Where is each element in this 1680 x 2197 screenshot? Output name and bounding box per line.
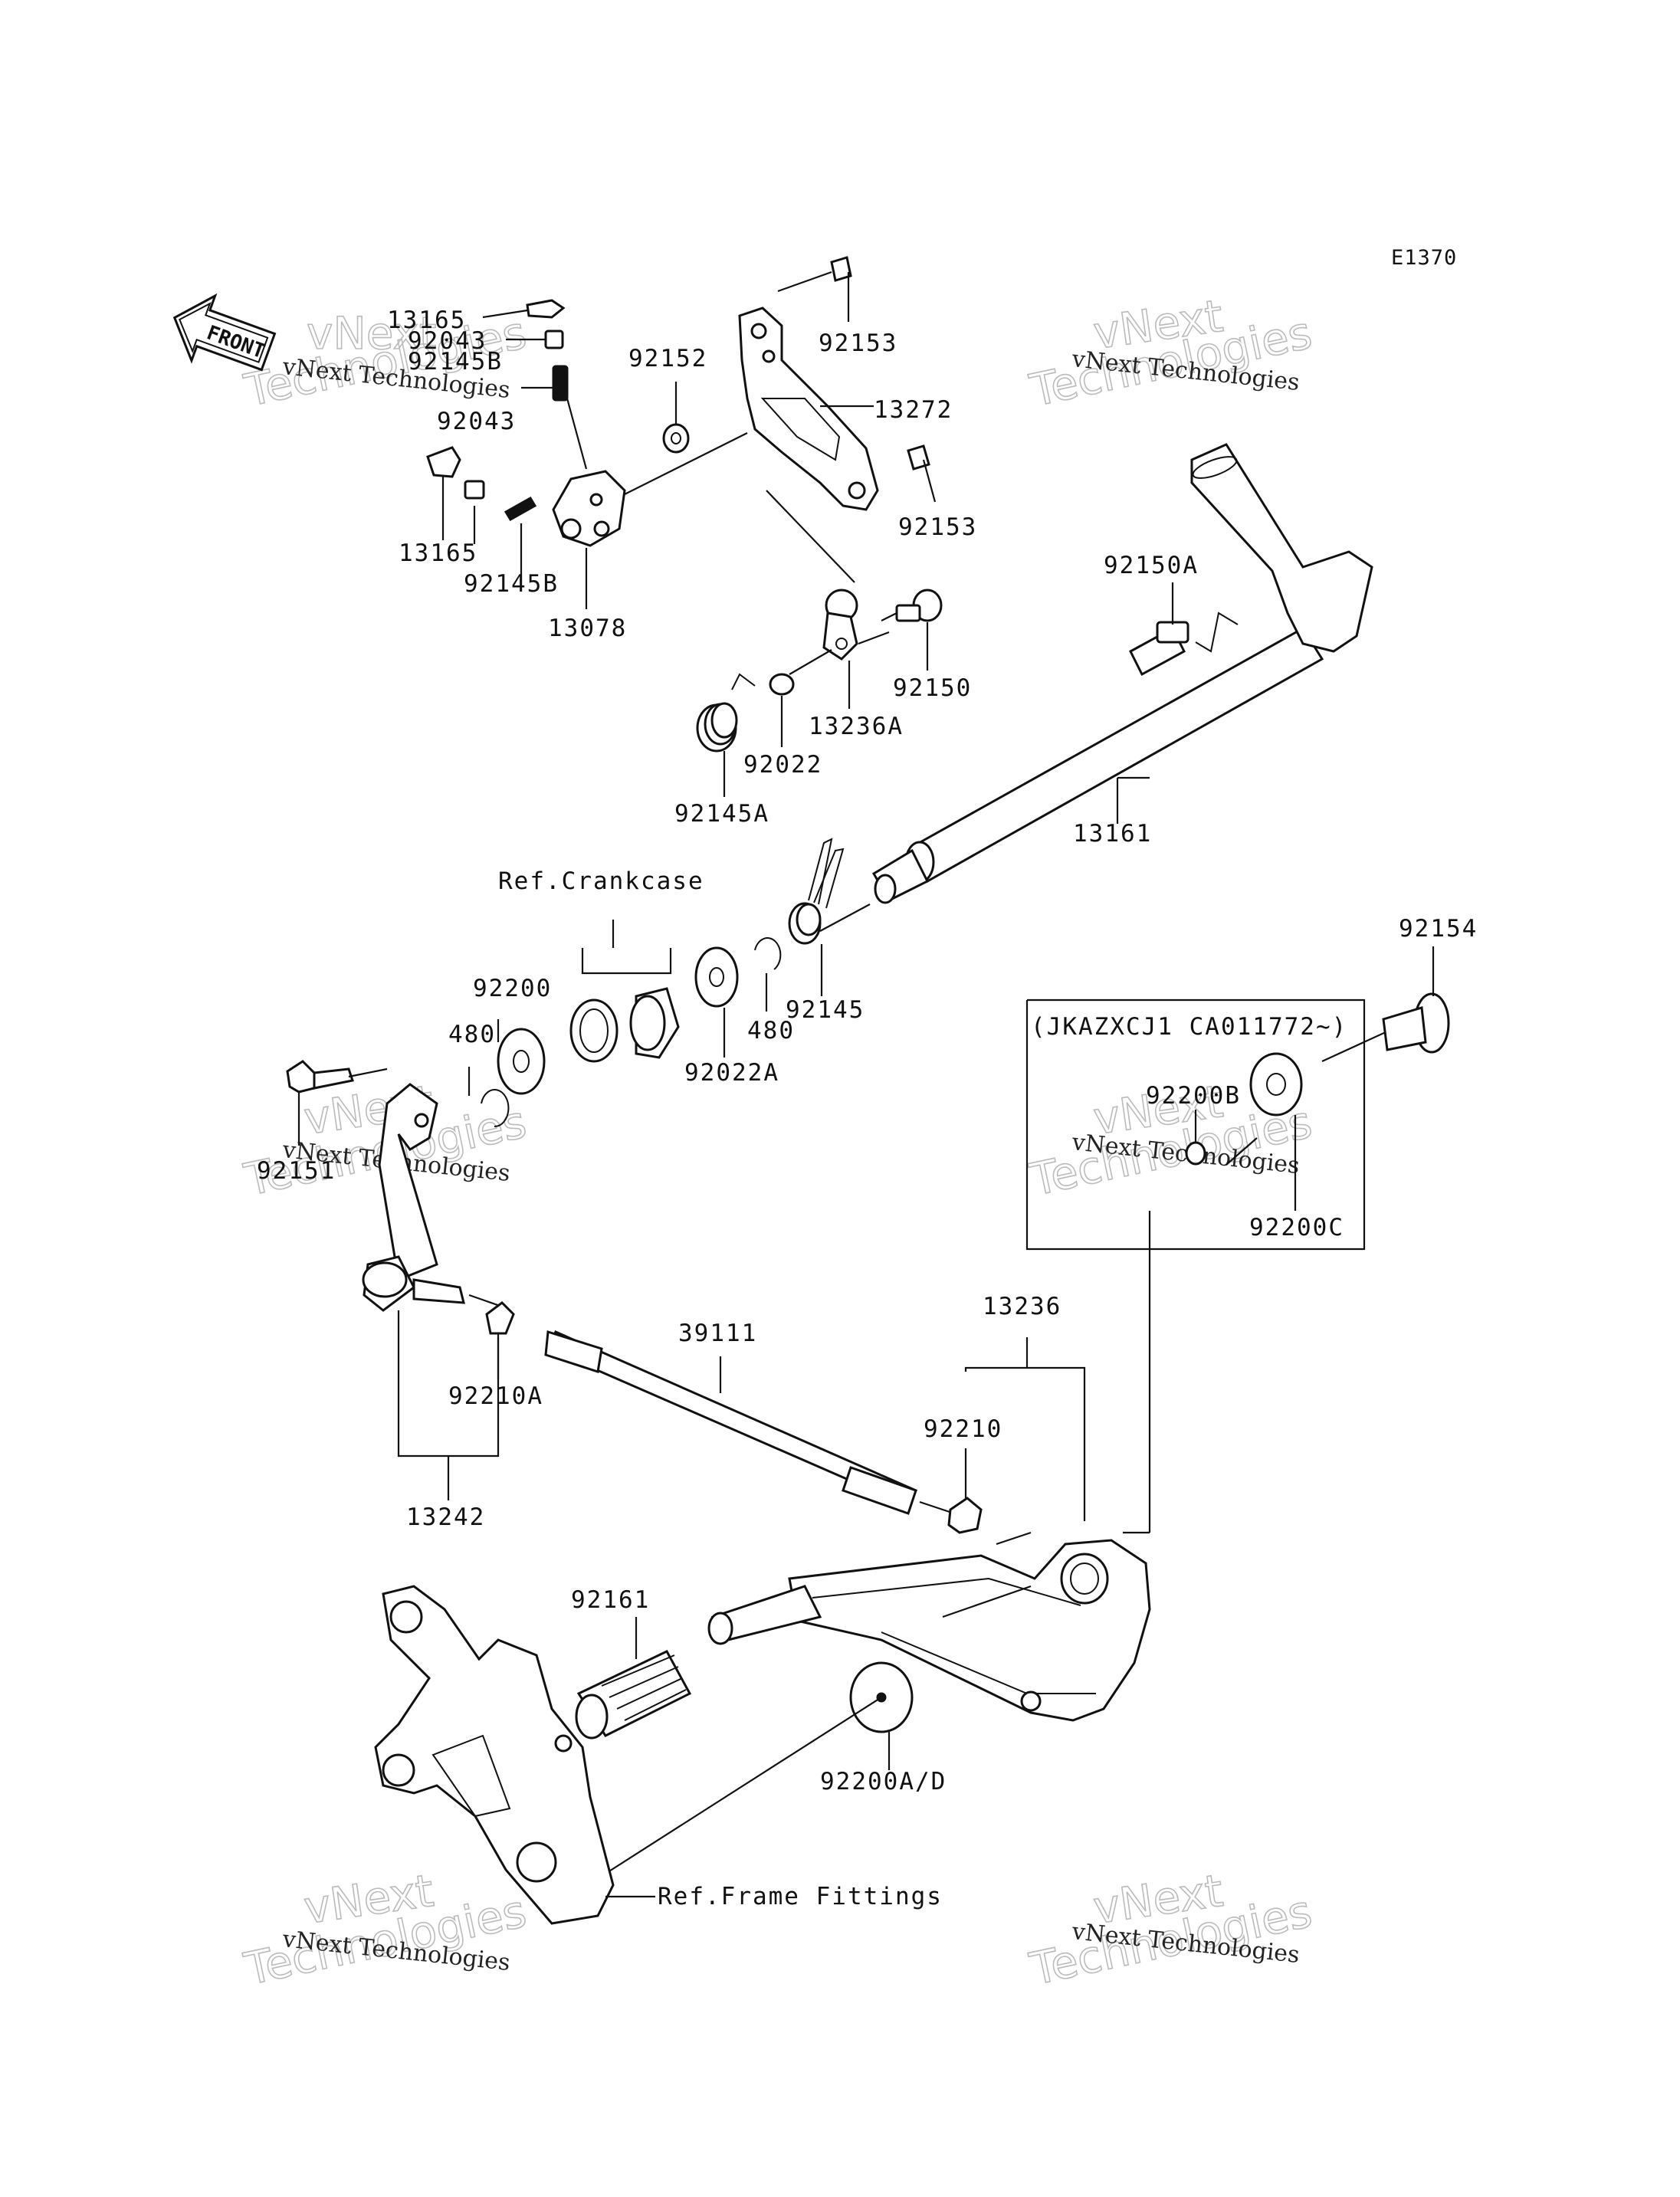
shift-shaft-13161 xyxy=(871,443,1373,904)
label-92161: 92161 xyxy=(571,1586,650,1614)
shift-drum-cam xyxy=(426,299,748,609)
label-92043-top: 92043 xyxy=(408,327,487,355)
label-92154: 92154 xyxy=(1399,915,1478,943)
washer-92200ad xyxy=(605,1661,914,1874)
label-92153-bottom: 92153 xyxy=(898,513,977,541)
ref-crankcase: Ref.Crankcase xyxy=(498,867,704,895)
shift-pedal xyxy=(707,1539,1151,1722)
label-92145: 92145 xyxy=(786,996,865,1024)
nut-92210 xyxy=(947,1337,1086,1546)
label-92022a: 92022A xyxy=(684,1059,779,1087)
washer-92152 xyxy=(662,382,690,454)
label-92151: 92151 xyxy=(257,1157,336,1185)
label-13236a: 13236A xyxy=(809,713,904,740)
label-92200: 92200 xyxy=(473,975,552,1002)
label-92150: 92150 xyxy=(893,674,972,702)
diagram-code: E1370 xyxy=(1391,246,1457,270)
watermark-bottom-left: vNext Technologies vNext Technologies xyxy=(239,1864,531,1996)
label-92150a: 92150A xyxy=(1104,552,1199,579)
ref-frame-fittings: Ref.Frame Fittings xyxy=(658,1883,943,1910)
label-13272: 13272 xyxy=(874,396,953,424)
label-13236: 13236 xyxy=(983,1293,1061,1320)
label-13161: 13161 xyxy=(1073,820,1152,848)
label-92145b-bottom: 92145B xyxy=(464,570,559,598)
label-92145b-top: 92145B xyxy=(408,348,503,375)
watermark-bottom-right: vNext Technologies vNext Technologies xyxy=(1025,1864,1317,1996)
label-480-right: 480 xyxy=(747,1017,795,1044)
label-13242: 13242 xyxy=(406,1503,485,1531)
label-13165-top: 13165 xyxy=(387,307,466,334)
label-13078: 13078 xyxy=(548,615,627,642)
watermark-top-right: vNext Technologies vNext Technologies xyxy=(1025,289,1317,418)
label-13165-bottom: 13165 xyxy=(399,539,477,567)
spring-92145a xyxy=(696,673,795,797)
label-92022: 92022 xyxy=(743,751,822,779)
screw-92153-bottom xyxy=(907,444,937,503)
label-92153-top: 92153 xyxy=(819,330,897,357)
label-92210a: 92210A xyxy=(448,1382,543,1410)
bolt-92154 xyxy=(1382,946,1450,1054)
label-92145a: 92145A xyxy=(674,800,769,828)
variant-note: (JKAZXCJ1 CA011772~) xyxy=(1031,1013,1347,1041)
link-13236a xyxy=(789,589,943,709)
shift-plate-13272 xyxy=(738,307,879,583)
label-92152: 92152 xyxy=(628,345,707,372)
bearing-group xyxy=(468,920,782,1128)
screw-92153-top xyxy=(777,256,852,322)
label-92200b: 92200B xyxy=(1146,1082,1241,1110)
label-92210: 92210 xyxy=(924,1415,1002,1443)
footrest-bracket xyxy=(374,1585,655,1925)
label-480-left: 480 xyxy=(448,1021,496,1048)
lever-13242 xyxy=(286,1060,515,1500)
front-arrow-icon: FRONT xyxy=(172,293,277,372)
rubber-92161 xyxy=(575,1617,692,1740)
tie-rod-39111 xyxy=(544,1330,955,1515)
label-92200c: 92200C xyxy=(1249,1214,1344,1241)
svg-text:vNext: vNext xyxy=(307,307,436,359)
label-92043-mid: 92043 xyxy=(437,408,516,435)
return-spring-92145 xyxy=(788,838,871,996)
label-39111: 39111 xyxy=(678,1320,757,1347)
label-92200ad: 92200A/D xyxy=(820,1768,947,1795)
